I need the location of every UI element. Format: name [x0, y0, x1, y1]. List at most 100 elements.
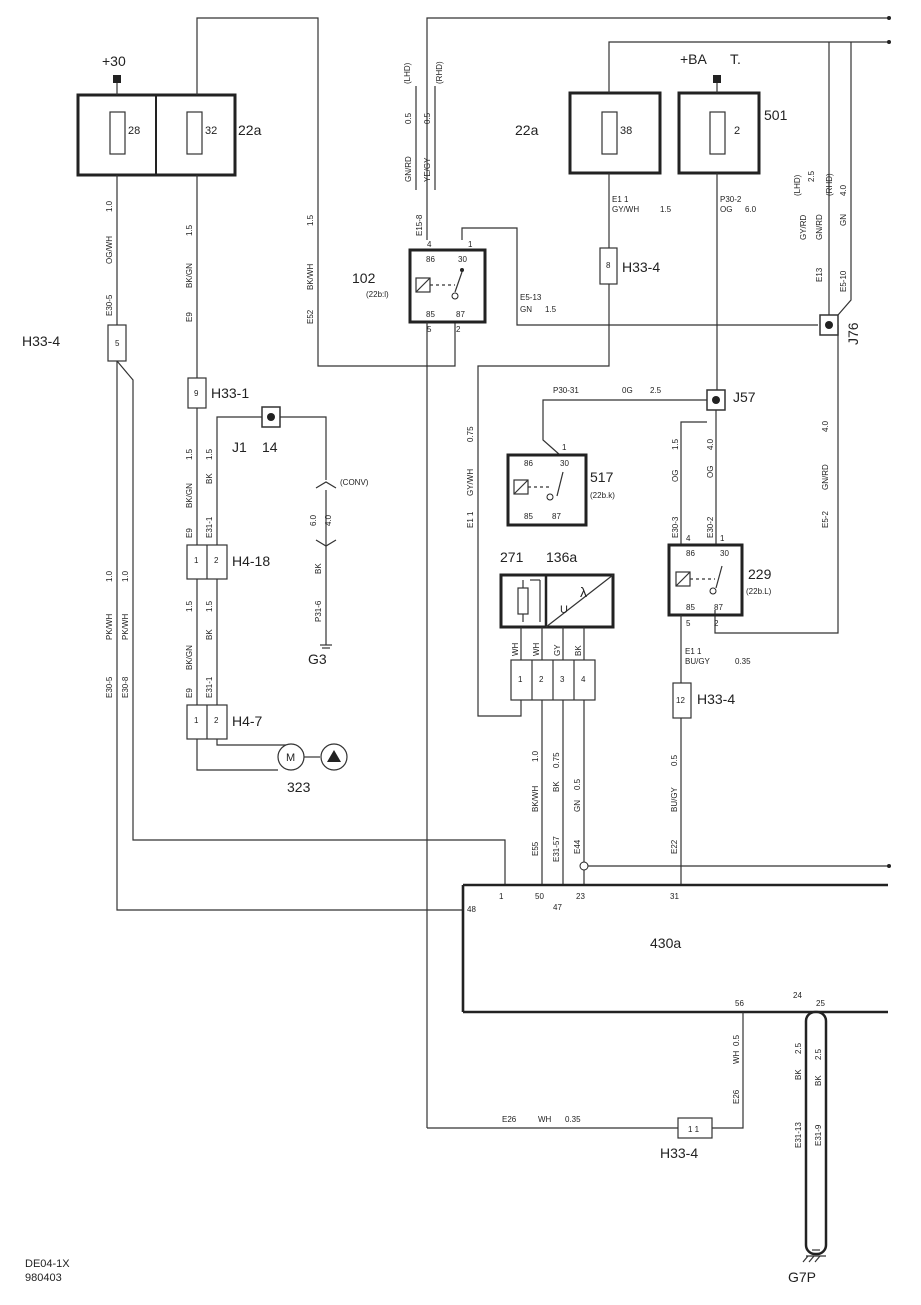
svg-text:23: 23 — [576, 892, 585, 901]
svg-text:1.0: 1.0 — [121, 570, 130, 582]
svg-text:BK/GN: BK/GN — [185, 645, 194, 670]
svg-text:GY/RD: GY/RD — [799, 214, 808, 240]
svg-text:1.5: 1.5 — [185, 224, 194, 236]
svg-text:12: 12 — [676, 696, 685, 705]
sensor-136a-label: 136a — [546, 549, 577, 565]
svg-text:E26: E26 — [732, 1089, 741, 1104]
svg-text:30: 30 — [458, 255, 467, 264]
h33-4-11-label: H33-4 — [660, 1145, 698, 1161]
fuse-501-box — [677, 91, 761, 175]
relay-229-loc: (22b.L) — [746, 587, 772, 596]
svg-text:1.5: 1.5 — [205, 600, 214, 612]
relay-517-loc: (22b.k) — [590, 491, 615, 500]
h4-18-label: H4-18 — [232, 553, 270, 569]
svg-text:5: 5 — [427, 325, 432, 334]
svg-text:9: 9 — [194, 389, 199, 398]
svg-text:(RHD): (RHD) — [825, 173, 834, 196]
svg-text:WH: WH — [732, 1050, 741, 1064]
svg-text:BK: BK — [552, 781, 561, 792]
svg-text:E31-1: E31-1 — [205, 516, 214, 538]
sensor-271-136a — [499, 573, 615, 629]
svg-text:GY/WH: GY/WH — [612, 205, 639, 214]
svg-text:BK/GN: BK/GN — [185, 483, 194, 508]
h33-1-label: H33-1 — [211, 385, 249, 401]
svg-text:E15-8: E15-8 — [415, 214, 424, 236]
svg-text:(CONV): (CONV) — [340, 478, 369, 487]
svg-text:4.0: 4.0 — [706, 438, 715, 450]
svg-text:GY/WH: GY/WH — [466, 469, 475, 496]
svg-text:WH: WH — [538, 1115, 552, 1124]
ecu-430a-label: 430a — [650, 935, 681, 951]
svg-text:GN/RD: GN/RD — [404, 156, 413, 182]
svg-text:BK: BK — [794, 1069, 803, 1080]
svg-text:0.5: 0.5 — [404, 112, 413, 124]
svg-text:P30-31: P30-31 — [553, 386, 579, 395]
svg-text:2.5: 2.5 — [814, 1048, 823, 1060]
sensor-271-label: 271 — [500, 549, 524, 565]
batt-label-a: +BA — [680, 51, 708, 67]
svg-text:2.5: 2.5 — [807, 170, 816, 182]
fusebox-left-label: 22a — [238, 122, 262, 138]
svg-text:0.35: 0.35 — [735, 657, 751, 666]
h33-4-mid-label: H33-4 — [622, 259, 660, 275]
svg-text:1: 1 — [194, 556, 199, 565]
svg-text:25: 25 — [816, 999, 825, 1008]
svg-text:1: 1 — [468, 240, 473, 249]
svg-text:M: M — [286, 752, 295, 764]
fusebox-22a-right — [568, 91, 662, 175]
svg-text:87: 87 — [552, 512, 561, 521]
ecu-430a — [461, 883, 903, 1014]
svg-text:2: 2 — [214, 716, 219, 725]
svg-text:1.5: 1.5 — [545, 305, 557, 314]
svg-text:E5-2: E5-2 — [821, 511, 830, 528]
svg-text:PK/WH: PK/WH — [105, 614, 114, 640]
svg-text:50: 50 — [535, 892, 544, 901]
svg-text:85: 85 — [426, 310, 435, 319]
fusebox-right-label: 22a — [515, 122, 539, 138]
svg-text:0G: 0G — [622, 386, 633, 395]
fuse-501-label: 501 — [764, 107, 788, 123]
svg-text:BK/WH: BK/WH — [531, 786, 540, 812]
svg-text:8: 8 — [606, 261, 611, 270]
svg-text:1.0: 1.0 — [105, 570, 114, 582]
j57-label: J57 — [733, 389, 756, 405]
svg-text:1: 1 — [499, 892, 504, 901]
svg-text:4.0: 4.0 — [821, 420, 830, 432]
svg-text:GN: GN — [839, 214, 848, 226]
svg-text:85: 85 — [686, 603, 695, 612]
svg-text:1.0: 1.0 — [105, 200, 114, 212]
svg-text:1.5: 1.5 — [306, 214, 315, 226]
svg-text:4: 4 — [581, 675, 586, 684]
svg-text:BK: BK — [314, 563, 323, 574]
svg-text:GN: GN — [573, 800, 582, 812]
svg-text:48: 48 — [467, 905, 476, 914]
svg-text:E5-10: E5-10 — [839, 270, 848, 292]
fuse-2-label: 2 — [734, 125, 740, 137]
svg-text:1: 1 — [194, 716, 199, 725]
relay-517 — [506, 453, 588, 527]
svg-text:E30-8: E30-8 — [121, 676, 130, 698]
svg-text:E30-3: E30-3 — [671, 516, 680, 538]
svg-text:GN/RD: GN/RD — [815, 214, 824, 240]
svg-text:(RHD): (RHD) — [435, 61, 444, 84]
svg-text:E9: E9 — [185, 312, 194, 322]
svg-text:E44: E44 — [573, 839, 582, 854]
svg-text:E1 1: E1 1 — [685, 647, 702, 656]
svg-text:1: 1 — [720, 534, 725, 543]
svg-text:E31-1: E31-1 — [205, 676, 214, 698]
svg-text:86: 86 — [426, 255, 435, 264]
svg-text:E13: E13 — [815, 267, 824, 282]
svg-text:E31-57: E31-57 — [552, 836, 561, 862]
svg-text:E1 1: E1 1 — [466, 511, 475, 528]
h4-7-label: H4-7 — [232, 713, 263, 729]
svg-text:2.5: 2.5 — [650, 386, 662, 395]
h33-4-12-label: H33-4 — [697, 691, 735, 707]
relay-517-label: 517 — [590, 469, 614, 485]
svg-text:1: 1 — [518, 675, 523, 684]
svg-text:BK: BK — [205, 629, 214, 640]
plus30-terminal — [113, 75, 121, 83]
svg-text:GN/RD: GN/RD — [821, 464, 830, 490]
svg-text:30: 30 — [560, 459, 569, 468]
fuse-28-label: 28 — [128, 125, 140, 137]
svg-text:1: 1 — [562, 443, 567, 452]
